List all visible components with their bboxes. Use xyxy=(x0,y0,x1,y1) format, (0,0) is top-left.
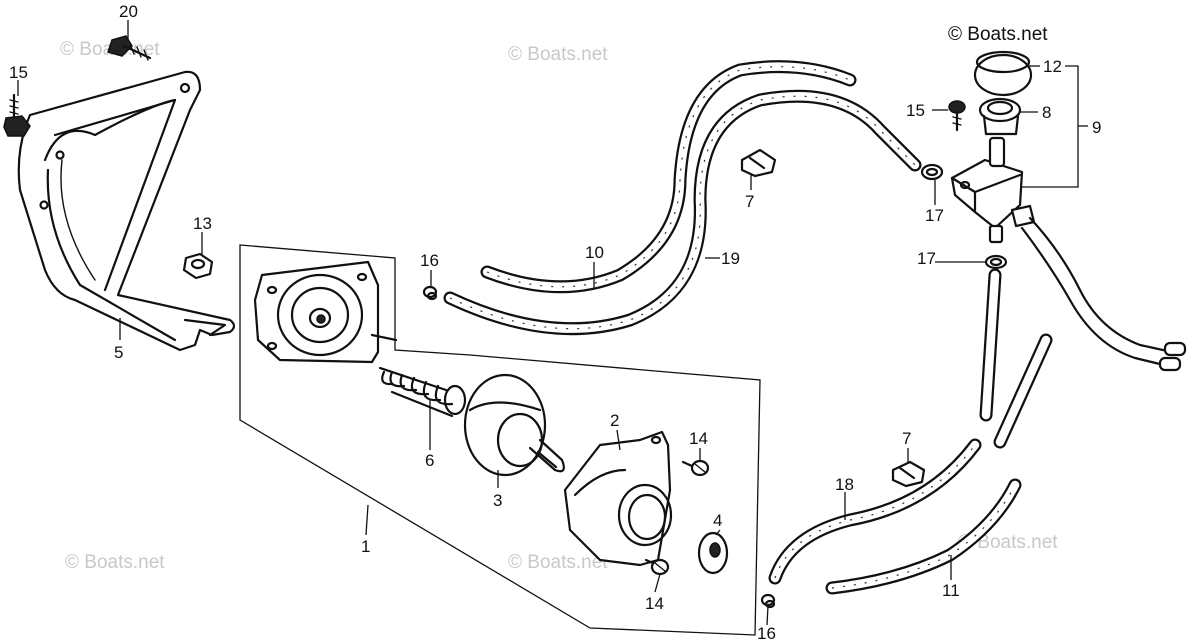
part-2-pump-housing xyxy=(563,430,673,567)
part-9-filter-assembly xyxy=(950,136,1036,244)
part-13-nut xyxy=(182,252,214,280)
part-12-cap xyxy=(973,50,1033,97)
part-7-clamp-upper xyxy=(740,148,777,178)
callout-16: 16 xyxy=(420,251,439,270)
callout-11: 11 xyxy=(942,581,960,600)
callout-3: 3 xyxy=(493,491,502,510)
callout-2: 2 xyxy=(610,411,619,430)
watermark: © Boats.net xyxy=(508,552,608,573)
callout-20: 20 xyxy=(119,2,138,21)
part-6-spring xyxy=(378,366,467,418)
part-11-hose xyxy=(825,478,1022,595)
part-15-bolt xyxy=(3,93,31,137)
callout-13: 13 xyxy=(193,214,212,233)
watermark: © Boats.net xyxy=(65,552,165,573)
part-4-valve-disc xyxy=(697,531,729,575)
part-19-hose xyxy=(443,89,922,336)
callout-10: 10 xyxy=(585,243,604,262)
part-8-grommet xyxy=(978,97,1022,136)
part-17-clamp-upper xyxy=(920,163,944,181)
callout-14: 14 xyxy=(689,429,708,448)
callout-7: 7 xyxy=(902,429,911,448)
part-14-screw-upper xyxy=(681,459,710,477)
callout-6: 6 xyxy=(425,451,434,470)
part-15-bolt-right xyxy=(948,100,966,132)
callout-9: 9 xyxy=(1092,118,1101,137)
copyright-label: © Boats.net xyxy=(948,24,1048,45)
callout-18: 18 xyxy=(835,475,854,494)
part-17-clamp-lower xyxy=(984,254,1008,270)
pump-cover-plate xyxy=(253,260,398,364)
part-20-bolt xyxy=(107,35,152,61)
callout-15: 15 xyxy=(906,101,925,120)
watermark: © Boats.net xyxy=(508,44,608,65)
callout-19: 19 xyxy=(721,249,740,268)
part-16-clip-upper xyxy=(422,285,438,301)
vertical-hose-right xyxy=(993,333,1053,449)
part-18-hose xyxy=(768,438,982,585)
callout-7: 7 xyxy=(745,192,754,211)
callout-15: 15 xyxy=(9,63,28,82)
callout-8: 8 xyxy=(1042,103,1051,122)
callout-12: 12 xyxy=(1043,57,1062,76)
part-1-assembly-outline xyxy=(239,244,761,636)
callout-1: 1 xyxy=(361,537,370,556)
callout-16: 16 xyxy=(757,624,776,643)
part-3-diaphragm xyxy=(463,373,565,477)
part-7-clamp-lower xyxy=(891,460,926,488)
callout-14: 14 xyxy=(645,594,664,613)
part-16-clip-lower xyxy=(760,593,776,609)
leader-lines xyxy=(17,20,1088,626)
watermarks: © Boats.net © Boats.net © Boats.net © Bo… xyxy=(60,39,1058,573)
vertical-hose-left xyxy=(979,268,1002,422)
callout-17: 17 xyxy=(925,206,944,225)
part-5-cover-plate xyxy=(17,70,236,352)
wire-harness xyxy=(1020,216,1187,372)
callout-4: 4 xyxy=(713,511,722,530)
callout-5: 5 xyxy=(114,343,123,362)
callout-labels: 20 15 13 5 1 6 3 2 4 14 14 16 10 19 7 17… xyxy=(9,2,1101,643)
part-10-hose xyxy=(480,60,857,294)
part-14-screw-lower xyxy=(644,558,670,576)
callout-17: 17 xyxy=(917,249,936,268)
